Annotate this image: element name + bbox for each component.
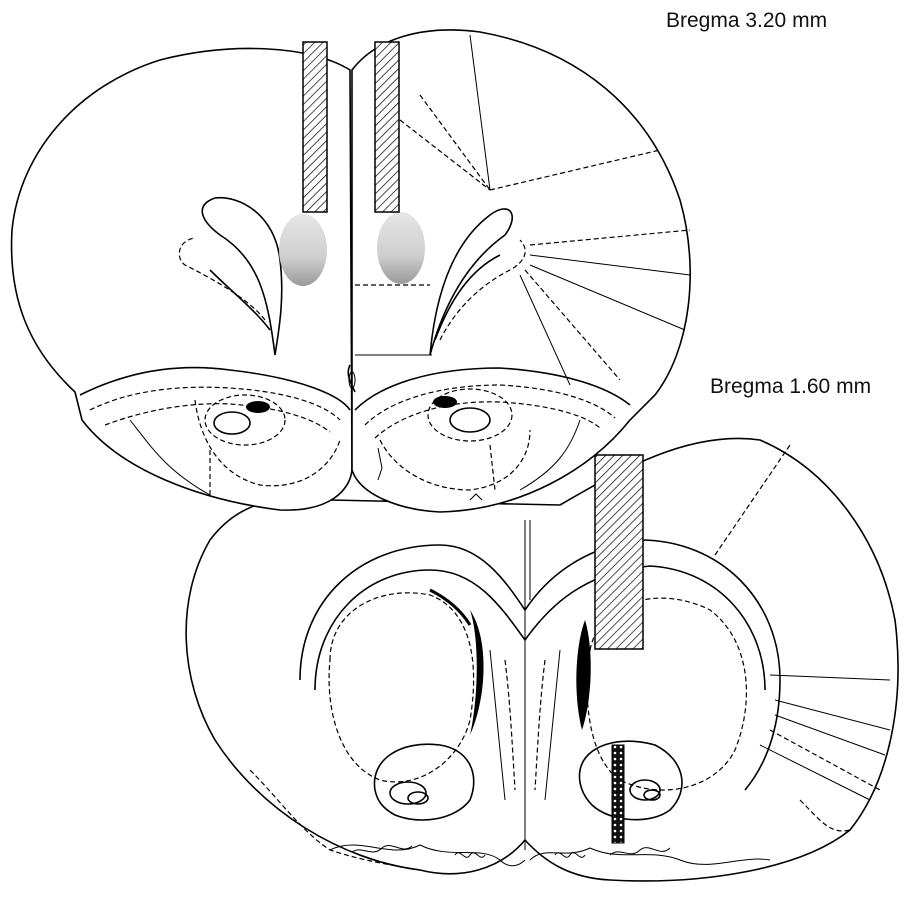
section-label-top: Bregma 3.20 mm [666, 9, 827, 33]
bottom-cannula [595, 455, 643, 649]
right-accumbens [580, 741, 683, 820]
top-right-cannula [375, 42, 399, 212]
section-bregma-3-20 [12, 30, 691, 512]
corpus-callosum-inner [315, 566, 765, 690]
left-ventricle [470, 610, 484, 735]
injection-site-left [279, 214, 327, 286]
section-label-bottom: Bregma 1.60 mm [710, 375, 871, 399]
left-accumbens [374, 744, 473, 820]
injection-site-right [377, 212, 425, 284]
corpus-callosum [300, 540, 780, 790]
left-striatum [329, 593, 474, 782]
electrode-track [612, 745, 624, 843]
top-left-cannula [303, 42, 327, 212]
right-ventricle-top [433, 396, 457, 408]
left-ventricle-top [246, 401, 270, 413]
